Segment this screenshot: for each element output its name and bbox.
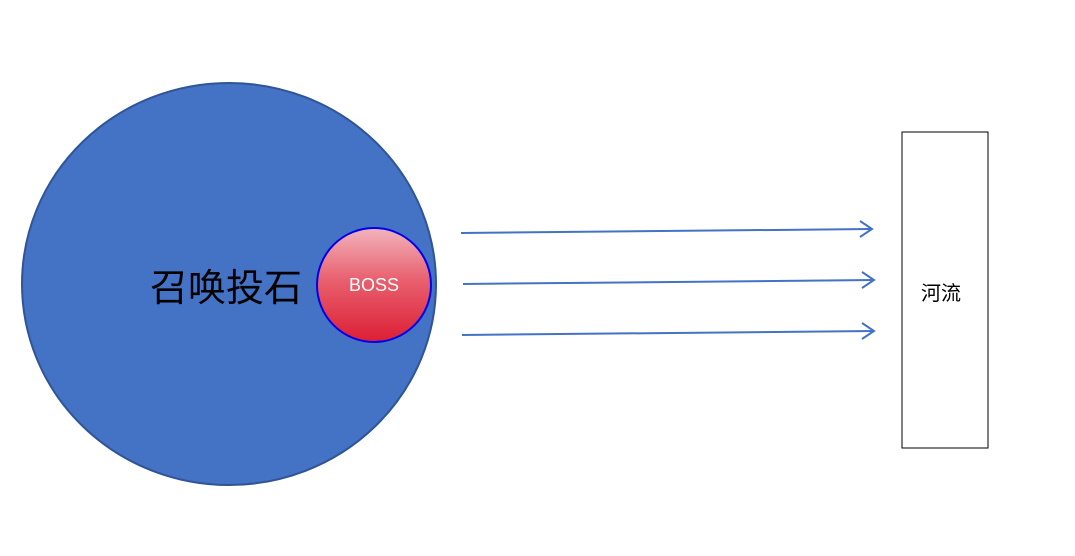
arrow-bottom [461,322,876,340]
boss-circle [316,227,432,343]
arrow-group [460,220,876,340]
summon-area-circle [21,82,437,486]
summon-area-label: 召唤投石 [150,266,302,310]
boss-label: BOSS [349,275,399,295]
river-box [901,131,989,449]
arrow-middle [462,271,876,289]
arrow-top [460,220,874,238]
river-label: 河流 [921,281,961,305]
